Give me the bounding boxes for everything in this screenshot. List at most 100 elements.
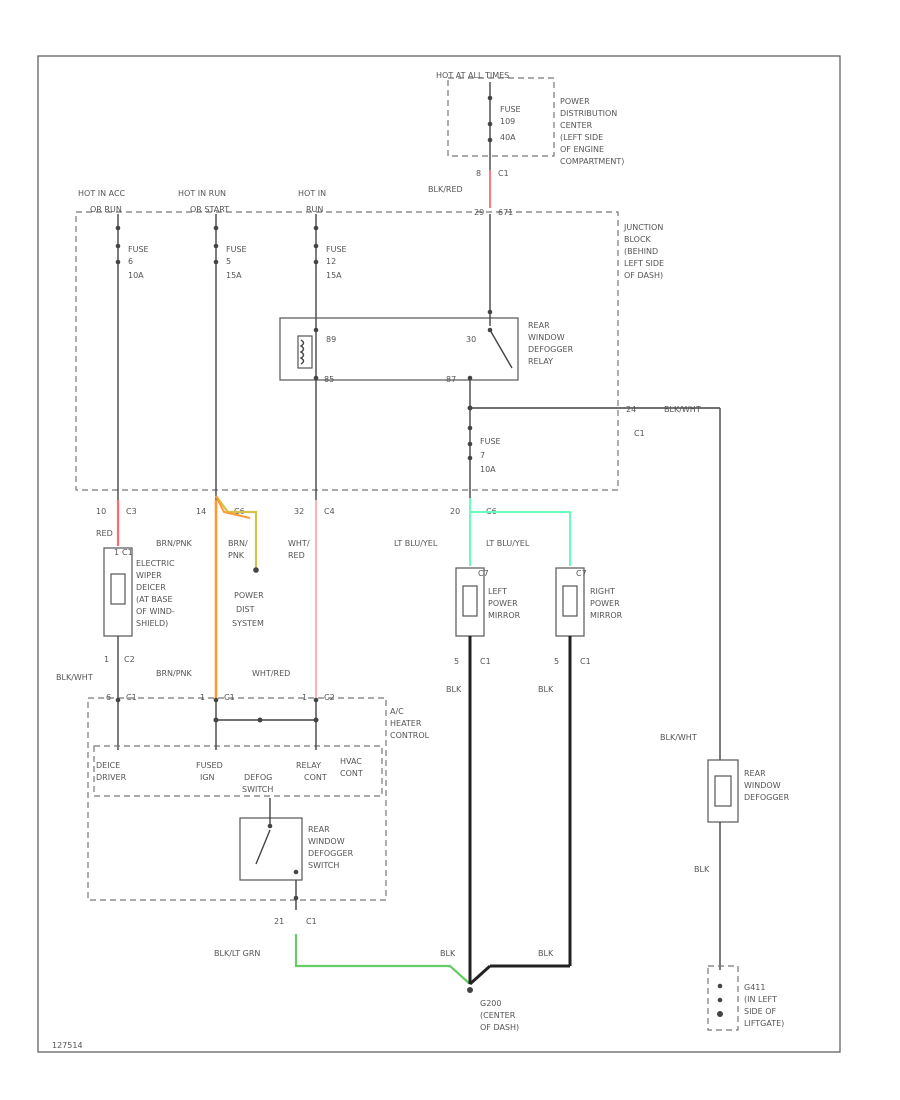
figure-id: 127514 (52, 1041, 83, 1050)
feed2-hot: HOT IN RUN (178, 189, 226, 198)
wiper-wire-bottom: BLK/WHT (56, 673, 93, 682)
lm-pin-bottom: 5 (454, 657, 459, 666)
pdc-fuse-label: FUSE (500, 105, 521, 114)
wiper-name-1: ELECTRIC (136, 559, 175, 568)
pdc-pin: 8 (476, 169, 481, 178)
pdc-fuse-amp: 40A (500, 133, 516, 142)
relay-pin-85: 85 (324, 375, 334, 384)
sw-name-2: WINDOW (308, 837, 345, 846)
pd-wire-right2: PNK (228, 551, 245, 560)
defog-name-3: DEFOGGER (744, 793, 790, 802)
right-mirror-icon (562, 585, 578, 617)
rm-ground: BLK (538, 685, 554, 694)
wiper-conn-top: C1 (122, 548, 133, 557)
g200-name-3: OF DASH) (480, 1023, 519, 1032)
ac-label-hvac: HVAC (340, 757, 362, 766)
rm-pin: C7 (576, 569, 587, 578)
wiper-name-5: OF WIND- (136, 607, 175, 616)
g411-box (707, 965, 739, 1031)
pdc-wire-label: BLK/RED (428, 185, 463, 194)
jb-name-3: (BEHIND (624, 247, 658, 256)
sw-name-1: REAR (308, 825, 330, 834)
pd-wire-right: BRN/ (228, 539, 248, 548)
relay-name-2: WINDOW (528, 333, 565, 342)
feed2-mode: OR START (190, 205, 229, 214)
feed3-conn: C4 (324, 507, 335, 516)
relay-pin-89: 89 (326, 335, 336, 344)
wr-label-2: RED (288, 551, 305, 560)
ac-label-relay: RELAY (296, 761, 321, 770)
mirror-wire-left: LT BLU/YEL (394, 539, 438, 548)
switch-ground-wire-green (294, 934, 471, 985)
defogger-switch-box (239, 817, 303, 881)
ac-label-deice: DEICE (96, 761, 120, 770)
ac-label-hvac-cont: CONT (340, 769, 363, 778)
feed1-hot: HOT IN ACC (78, 189, 126, 198)
jb-splice-pin: 24 (626, 405, 636, 414)
pdc-name-5: OF ENGINE (560, 145, 604, 154)
jb-pin-left: 29 (474, 208, 484, 217)
feed1-fuse-num: 6 (128, 257, 133, 266)
feed1-mode: OR RUN (90, 205, 122, 214)
lm-name-3: MIRROR (488, 611, 521, 620)
pdc-fuse-num: 109 (500, 117, 515, 126)
power-dist-wire (215, 495, 258, 568)
ac-label-driver: DRIVER (96, 773, 127, 782)
relay-coil-icon (297, 335, 313, 369)
pdc-name-2: DISTRIBUTION (560, 109, 617, 118)
jb-splice-wire: BLK/WHT (664, 405, 701, 414)
relay-pin-30: 30 (466, 335, 476, 344)
lm-ground: BLK (446, 685, 462, 694)
ac-pin-bottom: 21 (274, 917, 284, 926)
feed3-pin: 32 (294, 507, 304, 516)
ac-pin-mid: 1 (200, 693, 205, 702)
ac-conn-right: C2 (324, 693, 335, 702)
sw-name-4: SWITCH (308, 861, 339, 870)
feed1-fuse-label: FUSE (128, 245, 149, 254)
wr-label-1: WHT/ (288, 539, 310, 548)
ac-name-3: CONTROL (390, 731, 430, 740)
relay-pin-87: 87 (446, 375, 456, 384)
ac-label-switch: SWITCH (242, 785, 273, 794)
pd-line-2: DIST (236, 605, 255, 614)
feed2-pin: 14 (196, 507, 206, 516)
rm-name-2: POWER (590, 599, 620, 608)
rear-defogger-icon (714, 775, 732, 807)
left-mirror-box (455, 567, 485, 637)
wiper-deicer-box (103, 547, 133, 637)
jb-pin-right: 671 (498, 208, 513, 217)
relay-name-1: REAR (528, 321, 550, 330)
ac-label-fused: FUSED (196, 761, 223, 770)
wiper-deicer-icon (110, 573, 126, 605)
ac-name-1: A/C (390, 707, 404, 716)
diagram-frame (37, 55, 841, 1053)
relay-box (279, 317, 519, 381)
ac-label-defog: DEFOG (244, 773, 272, 782)
feed2-fuse-amp: 15A (226, 271, 242, 280)
g200-wire-left: BLK (440, 949, 456, 958)
g200-ground-icon (467, 987, 473, 993)
defog-name-2: WINDOW (744, 781, 781, 790)
jb-bottom-pin: 20 (450, 507, 460, 516)
feed1-fuse-amp: 10A (128, 271, 144, 280)
lm-conn-bottom: C1 (480, 657, 491, 666)
pdc-connector: C1 (498, 169, 509, 178)
feed1-conn: C3 (126, 507, 137, 516)
relay-switch-icon (489, 329, 513, 369)
wiper-name-4: (AT BASE (136, 595, 173, 604)
feed3-mode: RUN (306, 205, 323, 214)
feed2-fuse-num: 5 (226, 257, 231, 266)
fuse7-amp: 10A (480, 465, 496, 474)
jb-name-2: BLOCK (624, 235, 652, 244)
ac-name-2: HEATER (390, 719, 422, 728)
ac-wire-mid: BRN/PNK (156, 669, 193, 678)
lm-name-2: POWER (488, 599, 518, 608)
g200-name-2: (CENTER (480, 1011, 516, 1020)
left-mirror-icon (462, 585, 478, 617)
lm-name-1: LEFT (488, 587, 507, 596)
feed3-hot: HOT IN (298, 189, 326, 198)
ac-wire-bottom: BLK/LT GRN (214, 949, 260, 958)
wiper-name-2: WIPER (136, 571, 162, 580)
pd-line-3: SYSTEM (232, 619, 264, 628)
